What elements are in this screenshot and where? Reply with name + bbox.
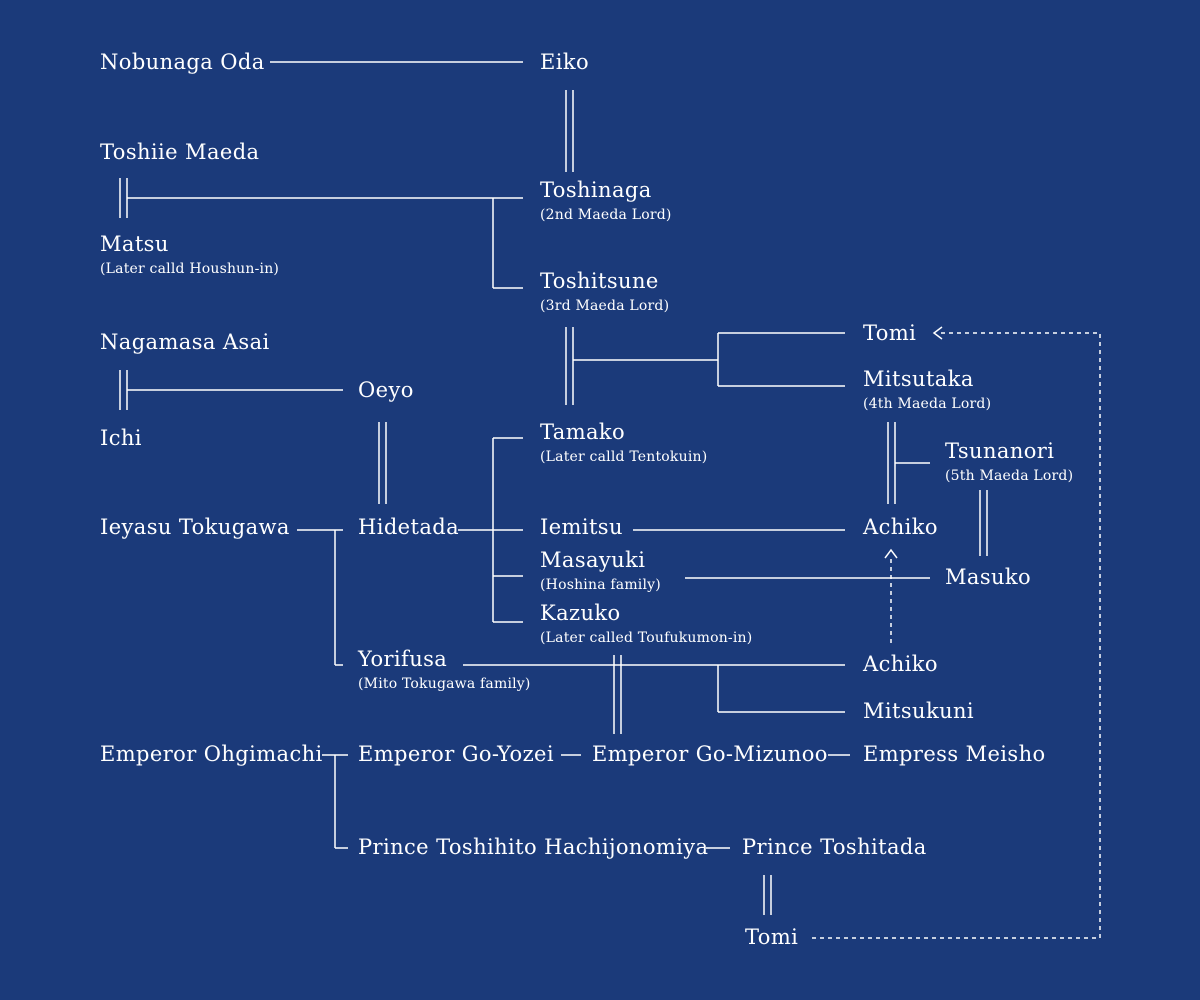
person-note: (Mito Tokugawa family) [358,676,531,692]
person-name: Iemitsu [540,515,623,539]
person-name: Achiko [863,515,938,539]
person-note: (2nd Maeda Lord) [540,207,672,223]
person-note: (Later calld Tentokuin) [540,449,708,465]
person-iemitsu: Iemitsu [540,517,623,538]
person-name: Prince Toshitada [742,835,927,859]
person-name: Hidetada [358,515,460,539]
person-note: (Hoshina family) [540,577,661,593]
person-name: Toshinaga [540,178,652,202]
person-name: Nagamasa Asai [100,330,270,354]
person-kazuko: Kazuko (Later called Toufukumon-in) [540,601,753,646]
person-tomi-top: Tomi [863,323,916,344]
person-name: Tsunanori [945,439,1055,463]
person-name: Emperor Go-Mizunoo [592,742,828,766]
person-achiko-bottom: Achiko [863,654,938,675]
person-emperor-go-yozei: Emperor Go-Yozei [358,744,554,765]
person-note: (Later calld Houshun-in) [100,261,280,277]
person-note: (5th Maeda Lord) [945,468,1074,484]
person-yorifusa: Yorifusa (Mito Tokugawa family) [358,647,531,692]
person-masuko: Masuko [945,567,1031,588]
person-note: (Later called Toufukumon-in) [540,630,753,646]
person-name: Mitsukuni [863,699,975,723]
person-name: Yorifusa [358,647,448,671]
person-name: Kazuko [540,601,621,625]
person-name: Masuko [945,565,1032,589]
person-ichi: Ichi [100,428,142,449]
person-prince-toshihito: Prince Toshihito Hachijonomiya [358,837,708,858]
person-oeyo: Oeyo [358,380,414,401]
person-name: Toshiie Maeda [100,140,260,164]
person-name: Oeyo [358,378,414,402]
person-name: Achiko [863,652,938,676]
person-name: Nobunaga Oda [100,50,265,74]
person-matsu: Matsu (Later calld Houshun-in) [100,232,280,277]
person-note: (4th Maeda Lord) [863,396,992,412]
person-toshitsune: Toshitsune (3rd Maeda Lord) [540,269,670,314]
person-hidetada: Hidetada [358,517,459,538]
person-name: Tomi [863,321,917,345]
person-name: Masayuki [540,548,646,572]
person-nagamasa-asai: Nagamasa Asai [100,332,270,353]
person-name: Mitsutaka [863,367,974,391]
person-name: Ieyasu Tokugawa [100,515,290,539]
person-masayuki: Masayuki (Hoshina family) [540,548,661,593]
person-name: Emperor Ohgimachi [100,742,323,766]
person-name: Toshitsune [540,269,659,293]
person-mitsutaka: Mitsutaka (4th Maeda Lord) [863,367,992,412]
person-emperor-ohgimachi: Emperor Ohgimachi [100,744,323,765]
person-tamako: Tamako (Later calld Tentokuin) [540,420,708,465]
person-emperor-go-mizunoo: Emperor Go-Mizunoo [592,744,828,765]
person-name: Ichi [100,426,142,450]
person-empress-meisho: Empress Meisho [863,744,1046,765]
person-nobunaga-oda: Nobunaga Oda [100,52,265,73]
person-mitsukuni: Mitsukuni [863,701,974,722]
person-name: Tamako [540,420,626,444]
person-tsunanori: Tsunanori (5th Maeda Lord) [945,439,1074,484]
person-name: Prince Toshihito Hachijonomiya [358,835,709,859]
person-name: Tomi [745,925,799,949]
person-name: Matsu [100,232,169,256]
person-name: Emperor Go-Yozei [358,742,555,766]
person-achiko-top: Achiko [863,517,938,538]
person-name: Empress Meisho [863,742,1046,766]
person-toshiie-maeda: Toshiie Maeda [100,142,259,163]
person-prince-toshitada: Prince Toshitada [742,837,927,858]
person-name: Eiko [540,50,590,74]
person-eiko: Eiko [540,52,589,73]
person-tomi-bottom: Tomi [745,927,798,948]
person-note: (3rd Maeda Lord) [540,298,670,314]
person-ieyasu-tokugawa: Ieyasu Tokugawa [100,517,290,538]
person-toshinaga: Toshinaga (2nd Maeda Lord) [540,178,672,223]
